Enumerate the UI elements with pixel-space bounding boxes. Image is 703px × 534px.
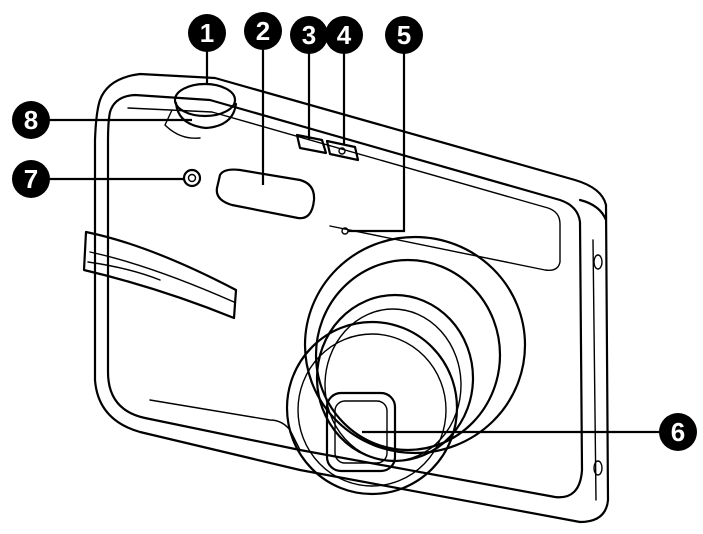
callout-number: 2 — [256, 16, 270, 46]
callout-number: 5 — [397, 20, 411, 50]
callout-7: 7 — [12, 160, 50, 198]
callout-number: 3 — [302, 20, 316, 50]
callout-number: 7 — [24, 164, 38, 194]
top-buttons[interactable] — [295, 133, 360, 162]
callout-4: 4 — [325, 16, 363, 54]
callout-5: 5 — [385, 16, 423, 54]
shutter-button[interactable] — [164, 82, 238, 139]
callout-number: 6 — [671, 417, 685, 447]
callout-number: 4 — [337, 20, 352, 50]
callout-number: 8 — [24, 105, 38, 135]
self-timer-lamp — [182, 168, 202, 188]
leader-lines — [48, 48, 660, 434]
camera-body — [82, 72, 610, 524]
callout-2: 2 — [244, 12, 282, 50]
callout-number: 1 — [200, 18, 214, 48]
callout-3: 3 — [290, 16, 328, 54]
flash — [215, 168, 316, 220]
callout-1: 1 — [188, 14, 226, 52]
lens — [285, 235, 527, 496]
callout-6: 6 — [659, 413, 697, 451]
callout-8: 8 — [12, 101, 50, 139]
